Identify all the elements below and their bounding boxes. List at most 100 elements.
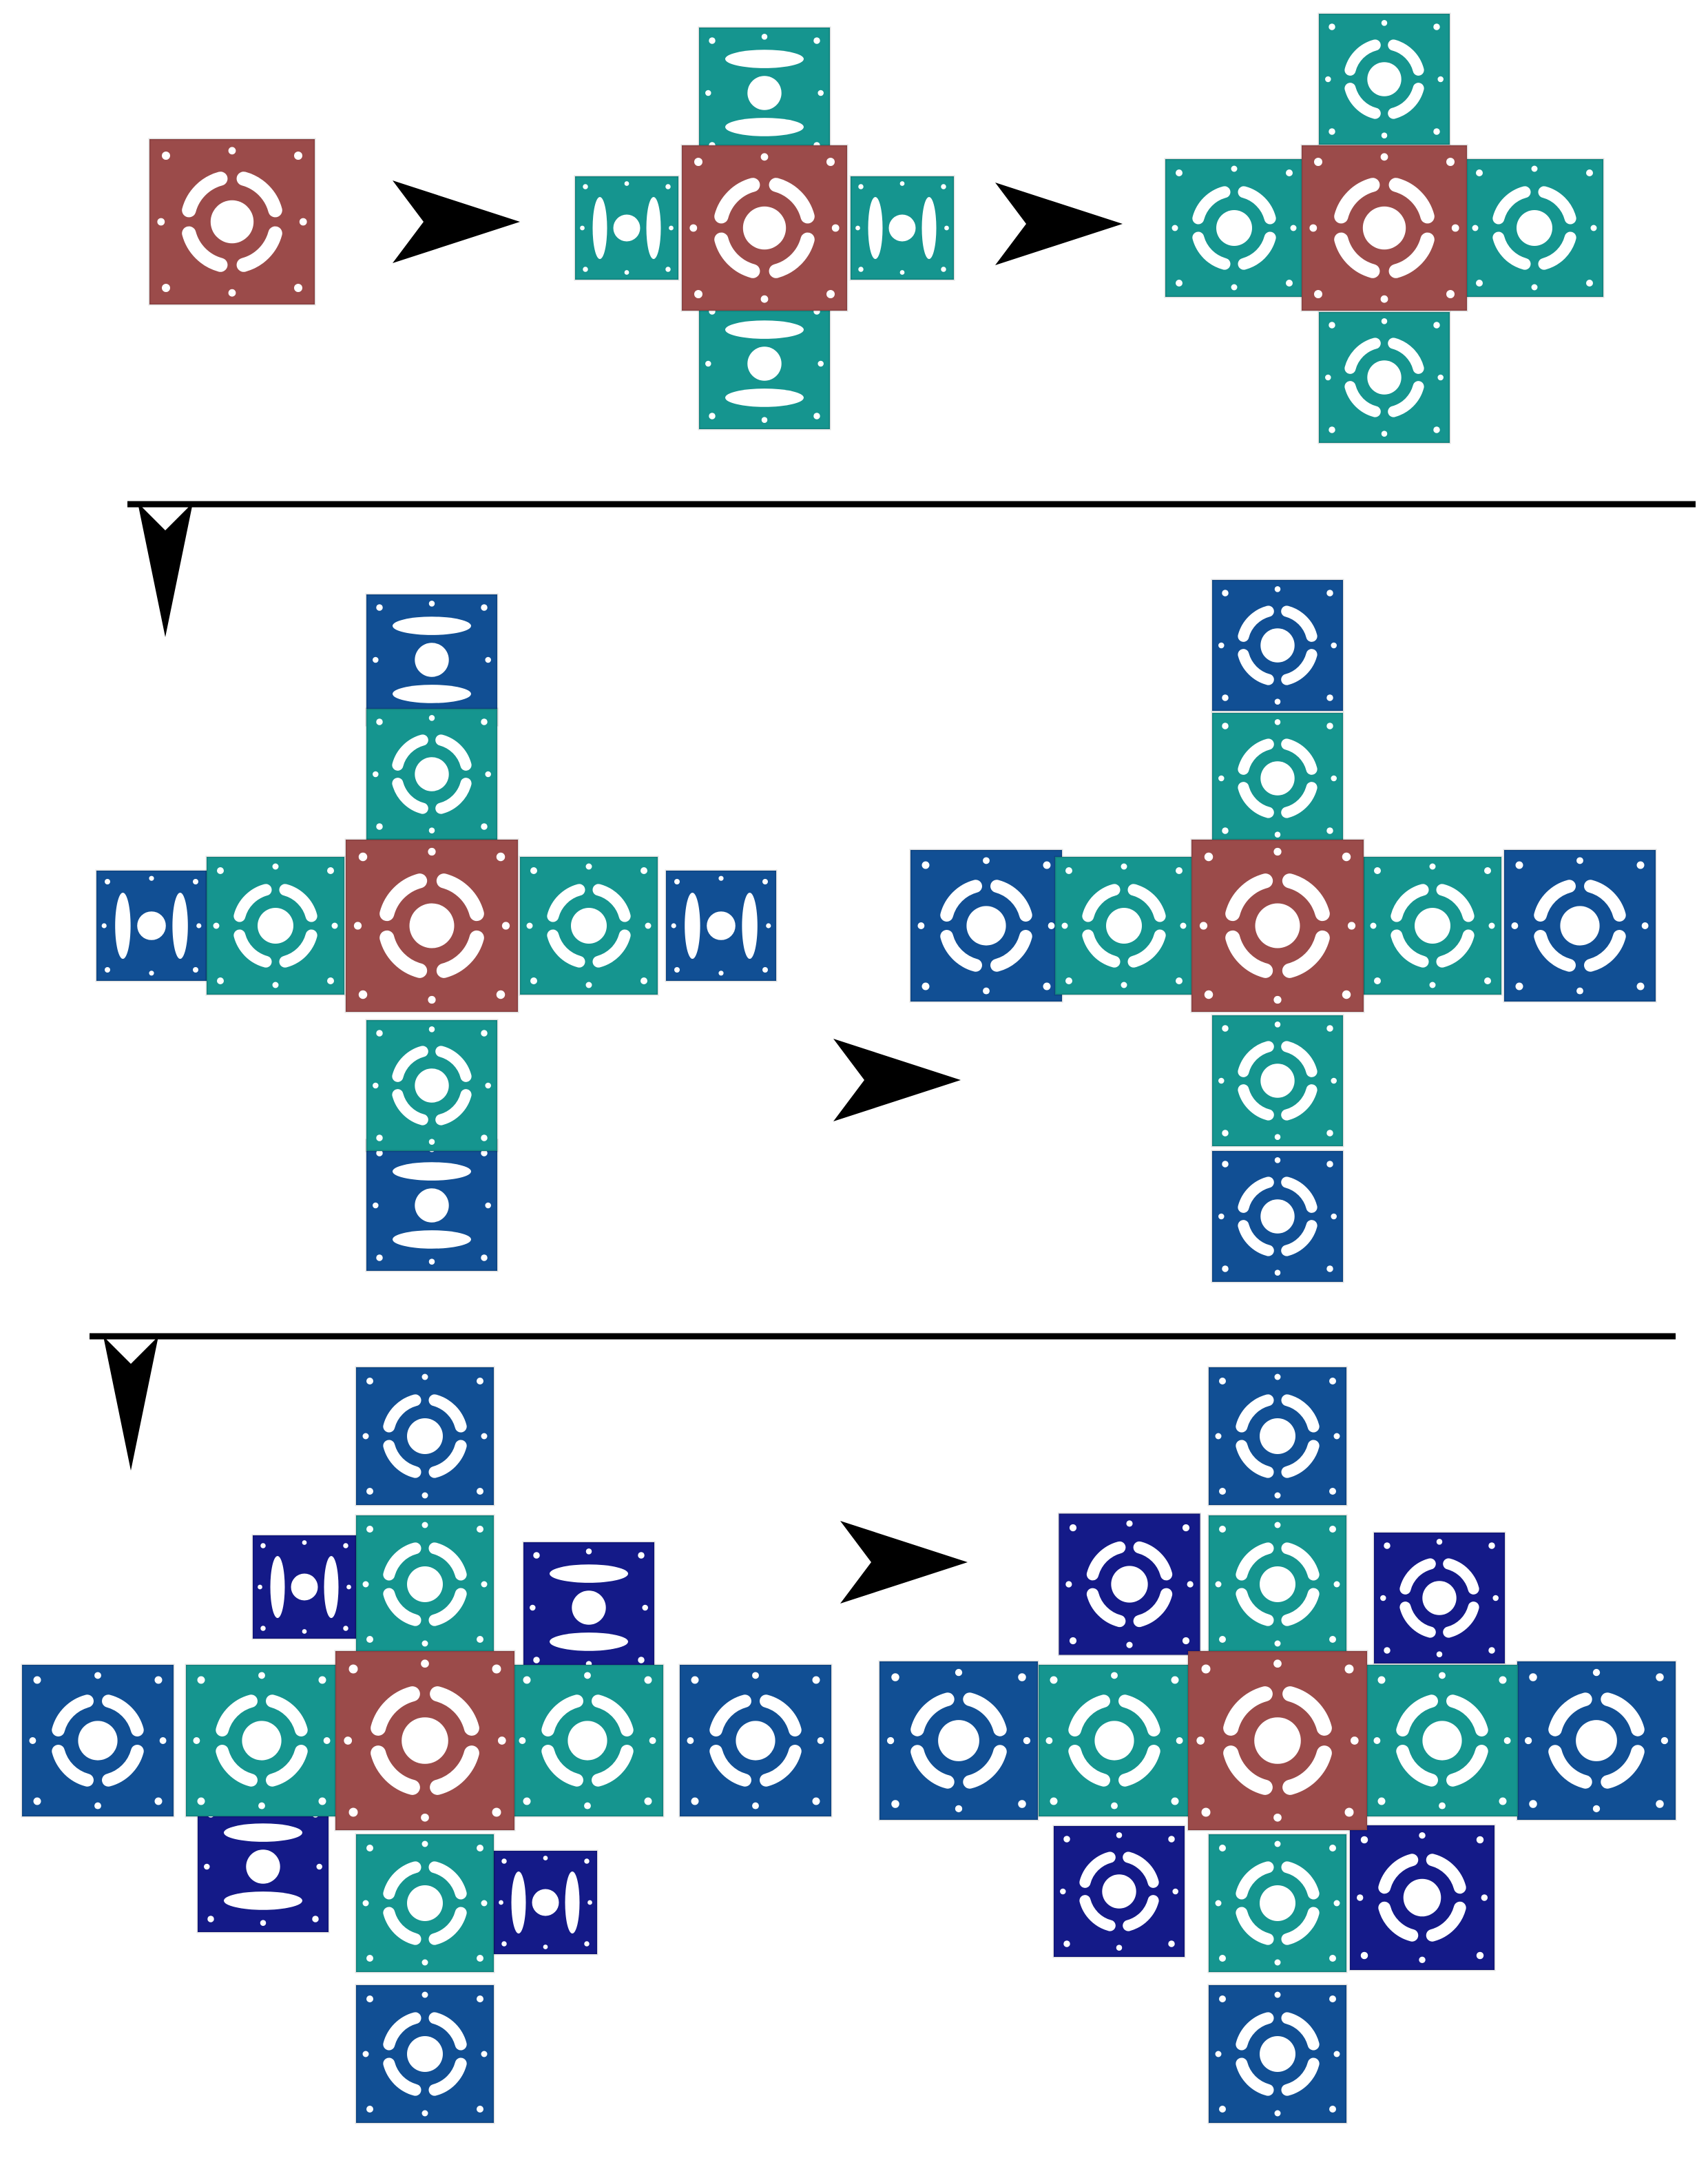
screw-hole (1433, 23, 1440, 30)
curved-slot (379, 930, 428, 978)
edge-hole (718, 875, 724, 881)
screw-hole (1636, 861, 1645, 869)
curved-slot (1238, 186, 1276, 225)
center-hole (532, 1889, 559, 1916)
screw-hole (1529, 1673, 1537, 1681)
center-hole (1403, 1878, 1441, 1917)
center-hole (1094, 1721, 1134, 1761)
screw-hole (154, 1676, 163, 1684)
edge-hole (1215, 2051, 1222, 2057)
curved-slot (1223, 1686, 1273, 1736)
tile-center (1187, 1650, 1368, 1832)
curved-slot (1344, 338, 1381, 374)
curved-slot (990, 880, 1032, 922)
center-hole (210, 200, 254, 244)
screw-hole (1326, 1265, 1333, 1272)
screw-hole (1499, 1676, 1507, 1684)
stage-7 (878, 1366, 1677, 2124)
screw-hole (1219, 1636, 1226, 1643)
stage-2 (574, 26, 955, 431)
edge-hole (1023, 1736, 1031, 1745)
tile-diag (1373, 1531, 1506, 1665)
screw-hole (1476, 280, 1483, 287)
center-hole (291, 1573, 318, 1601)
edge-hole (899, 270, 905, 275)
screw-hole (496, 852, 506, 862)
screw-hole (193, 967, 198, 973)
curved-slot (1281, 1041, 1318, 1077)
edge-hole (1439, 1802, 1446, 1809)
edge-hole (481, 1900, 488, 1907)
screw-hole (312, 1916, 319, 1922)
edge-hole (1592, 1668, 1601, 1677)
edge-hole (1215, 1900, 1222, 1907)
tile-ring2 (1503, 849, 1657, 1003)
edge-hole (752, 1672, 759, 1679)
curved-slot (1118, 1694, 1160, 1736)
curved-slot (383, 2012, 421, 2051)
folded-slot (550, 1632, 628, 1651)
center-hole (1260, 1885, 1295, 1921)
center-hole (258, 908, 293, 944)
edge-hole (1492, 1595, 1499, 1601)
curved-slot (1236, 1861, 1274, 1900)
curved-slot (1446, 1745, 1488, 1787)
edge-hole (687, 1737, 694, 1744)
curved-slot (383, 1907, 421, 1945)
screw-hole (891, 1800, 899, 1808)
curved-slot (1238, 1176, 1274, 1213)
edge-hole (196, 923, 202, 929)
edge-hole (1331, 775, 1337, 782)
folded-slot (324, 1556, 339, 1618)
edge-hole (1576, 857, 1583, 864)
screw-hole (1222, 694, 1229, 701)
edge-hole (1373, 1737, 1381, 1744)
curved-slot (714, 178, 760, 224)
edge-hole (1171, 225, 1178, 231)
curved-slot (182, 226, 228, 272)
screw-hole (294, 152, 302, 160)
screw-hole (154, 1797, 163, 1805)
edge-hole (258, 1802, 265, 1809)
edge-hole (362, 1433, 369, 1440)
curved-slot (428, 1907, 467, 1945)
curved-slot (1388, 381, 1424, 417)
curved-slot (1223, 1745, 1273, 1795)
tile-diag (1348, 1824, 1496, 1971)
screw-hole (1222, 1025, 1229, 1032)
edge-hole (1439, 1672, 1446, 1679)
edge-hole (886, 1736, 895, 1745)
edge-hole (1309, 224, 1318, 232)
screw-hole (1326, 827, 1333, 834)
screw-hole (477, 1488, 483, 1495)
curved-slot (1334, 232, 1380, 278)
curved-slot (1538, 186, 1576, 225)
edge-hole (213, 922, 220, 929)
down-arrow-icon (103, 1336, 158, 1471)
edge-hole (228, 289, 236, 297)
right-arrow-icon (833, 1039, 961, 1121)
edge-hole (302, 1629, 307, 1634)
curved-slot (1344, 83, 1381, 119)
curved-slot (1281, 738, 1318, 775)
curved-slot (1281, 1588, 1320, 1626)
screw-hole (1344, 1664, 1354, 1674)
edge-hole (1370, 922, 1377, 929)
screw-hole (343, 1626, 348, 1631)
curved-slot (266, 1694, 308, 1736)
screw-hole (294, 284, 302, 292)
edge-hole (1437, 374, 1444, 381)
screw-hole (366, 1488, 373, 1495)
folded-slot (115, 893, 131, 959)
edge-hole (760, 295, 769, 303)
edge-hole (373, 771, 379, 778)
screw-hole (1286, 169, 1293, 176)
curved-slot (1282, 930, 1330, 978)
edge-hole (752, 1802, 759, 1809)
tile-ring1 (355, 1833, 495, 1973)
curved-slot (1388, 83, 1424, 119)
screw-hole (1204, 990, 1214, 999)
screw-hole (1342, 852, 1351, 862)
edge-hole (421, 1492, 428, 1499)
screw-hole (891, 1673, 899, 1681)
